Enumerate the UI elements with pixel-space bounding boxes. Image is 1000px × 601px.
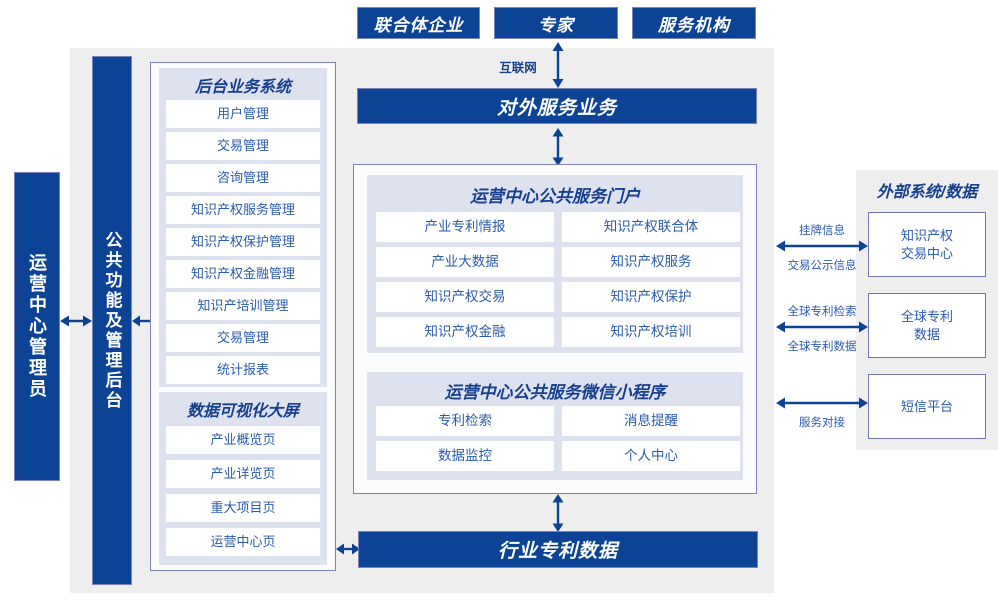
top-actor-label: 服务机构 bbox=[658, 15, 730, 35]
rail-operator-admin-label: 运营中心管理员 bbox=[27, 253, 47, 400]
visualization-item[interactable]: 产业概览页 bbox=[166, 426, 320, 454]
portal-title: 运营中心公共服务门户 bbox=[470, 186, 640, 206]
external-item-label: 知识产权 交易中心 bbox=[900, 227, 953, 261]
portal-item[interactable]: 知识产权培训 bbox=[562, 317, 740, 347]
backend-item[interactable]: 知识产权金融管理 bbox=[166, 260, 320, 288]
miniprogram-item[interactable]: 数据监控 bbox=[376, 441, 554, 471]
top-actor-label: 专家 bbox=[538, 15, 574, 35]
miniprogram-item[interactable]: 专利检索 bbox=[376, 406, 554, 436]
internet-connector-arrow bbox=[552, 42, 564, 88]
portal-item[interactable]: 知识产权联合体 bbox=[562, 212, 740, 242]
portal-item[interactable]: 知识产权金融 bbox=[376, 317, 554, 347]
global-patent-arrow bbox=[776, 321, 868, 333]
data-visualization-title: 数据可视化大屏 bbox=[186, 402, 299, 420]
backend-item[interactable]: 统计报表 bbox=[166, 356, 320, 384]
backend-item[interactable]: 知识产培训管理 bbox=[166, 292, 320, 320]
portal-item[interactable]: 知识产权保护 bbox=[562, 282, 740, 312]
portal-item[interactable]: 知识产权交易 bbox=[376, 282, 554, 312]
top-actor-label: 联合体企业 bbox=[373, 15, 464, 35]
backend-system-title: 后台业务系统 bbox=[194, 78, 291, 96]
external-item-global-patent-data[interactable]: 全球专利 数据 bbox=[868, 293, 986, 358]
connector-label-service-docking: 服务对接 bbox=[799, 417, 845, 429]
miniprogram-item[interactable]: 个人中心 bbox=[562, 441, 740, 471]
connector-label-listing-info: 挂牌信息 bbox=[799, 225, 845, 237]
external-item-label: 短信平台 bbox=[900, 398, 953, 414]
backend-item[interactable]: 交易管理 bbox=[166, 132, 320, 160]
rail-operator-admin[interactable]: 运营中心管理员 bbox=[14, 172, 60, 481]
connector-label-internet: 互联网 bbox=[499, 61, 537, 75]
backend-item[interactable]: 知识产权保护管理 bbox=[166, 228, 320, 256]
rail-common-backoffice-label: 公共功能及管理后台 bbox=[102, 230, 122, 411]
external-service-bar-label: 对外服务业务 bbox=[496, 97, 617, 119]
industry-patent-data-label: 行业专利数据 bbox=[497, 541, 618, 562]
portal-item[interactable]: 知识产权服务 bbox=[562, 247, 740, 277]
connector-label-global-patent-data: 全球专利数据 bbox=[787, 341, 857, 353]
service-docking-arrow bbox=[776, 397, 868, 409]
top-actor-联合体企业[interactable]: 联合体企业 bbox=[357, 7, 480, 39]
external-item-label: 全球专利 数据 bbox=[900, 308, 953, 342]
listing-info-arrow bbox=[776, 240, 868, 252]
portal-item[interactable]: 产业大数据 bbox=[376, 247, 554, 277]
visualization-item[interactable]: 产业详览页 bbox=[166, 460, 320, 488]
backend-item[interactable]: 咨询管理 bbox=[166, 164, 320, 192]
backend-item[interactable]: 用户管理 bbox=[166, 100, 320, 128]
external-systems-title: 外部系统/数据 bbox=[876, 184, 978, 201]
portal-to-patentdata-arrow bbox=[552, 494, 564, 532]
miniprogram-item[interactable]: 消息提醒 bbox=[562, 406, 740, 436]
visualization-item[interactable]: 运营中心页 bbox=[166, 528, 320, 556]
miniprogram-title: 运营中心公共服务微信小程序 bbox=[444, 382, 666, 402]
top-actor-服务机构[interactable]: 服务机构 bbox=[632, 7, 756, 39]
external-service-bar[interactable]: 对外服务业务 bbox=[357, 88, 757, 124]
external-item-ip-trading-center[interactable]: 知识产权 交易中心 bbox=[868, 212, 986, 277]
backend-item[interactable]: 交易管理 bbox=[166, 324, 320, 352]
connector-label-global-patent-search: 全球专利检索 bbox=[787, 306, 857, 318]
rail-common-backoffice[interactable]: 公共功能及管理后台 bbox=[92, 56, 132, 585]
top-actor-专家[interactable]: 专家 bbox=[494, 7, 618, 39]
portal-item[interactable]: 产业专利情报 bbox=[376, 212, 554, 242]
visualization-item[interactable]: 重大项目页 bbox=[166, 494, 320, 522]
admin-to-backoffice-arrow bbox=[60, 315, 92, 327]
industry-patent-data-bar[interactable]: 行业专利数据 bbox=[358, 531, 758, 568]
backend-item[interactable]: 知识产权服务管理 bbox=[166, 196, 320, 224]
service-to-portal-arrow bbox=[552, 128, 564, 166]
connector-label-trade-public-info: 交易公示信息 bbox=[787, 260, 857, 272]
external-item-sms-platform[interactable]: 短信平台 bbox=[868, 374, 986, 439]
visualization-to-patentdata-arrow bbox=[336, 543, 360, 555]
